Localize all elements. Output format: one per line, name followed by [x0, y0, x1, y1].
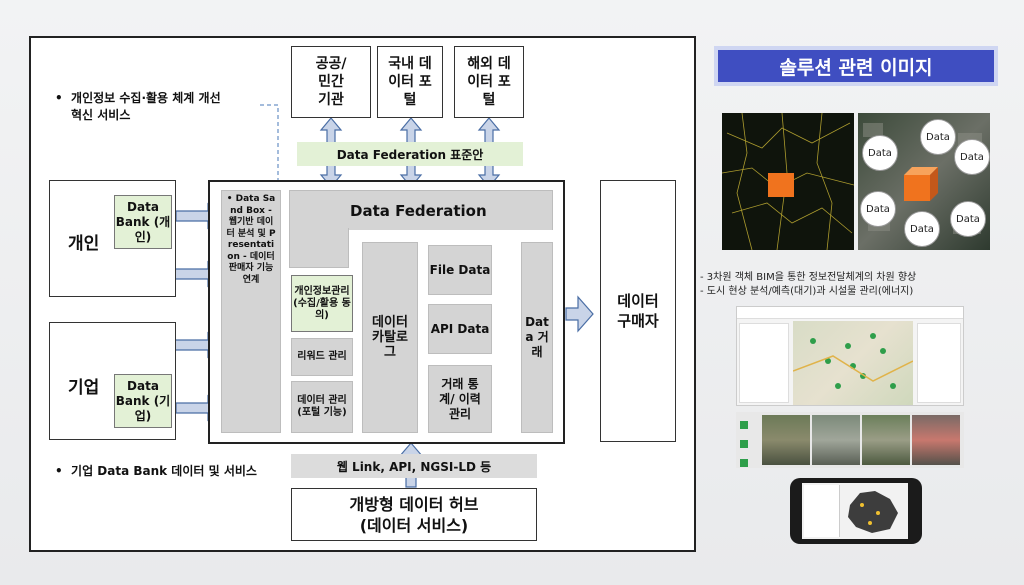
- cctv-controls: [738, 416, 758, 467]
- source-domestic-portal: 국내 데이터 포털: [377, 46, 443, 118]
- data-management-module: 데이터 관리(포털 기능): [291, 381, 353, 433]
- note-company: • 기업 Data Bank 데이터 및 서비스: [55, 464, 257, 478]
- sandbox-text: • Data Sand Box - 웹기반 데이터 분석 및 Presentat…: [226, 194, 276, 285]
- data-bubble-2: Data: [920, 119, 956, 155]
- bim-map-aerial: Data Data Data Data Data Data: [858, 113, 990, 250]
- solution-notes: - 3차원 객체 BIM을 통한 정보전달체계의 차원 향상 - 도시 현상 분…: [700, 271, 1000, 299]
- bim-map-dark: [722, 113, 854, 250]
- web-link-label: 웹 Link, API, NGSI-LD 등: [291, 454, 537, 478]
- api-data-module: API Data: [428, 304, 492, 354]
- sandbox-column: • Data Sand Box - 웹기반 데이터 분석 및 Presentat…: [221, 190, 281, 433]
- federation-standard-label: Data Federation 표준안: [297, 142, 523, 166]
- trade-stats-module: 거래 통계/ 이력 관리: [428, 365, 492, 433]
- solution-note-2: - 도시 현상 분석/예측(대기)과 시설물 관리(에너지): [700, 286, 914, 297]
- individual-data-bank: Data Bank (개인): [114, 195, 172, 249]
- dashboard-markers: [793, 333, 913, 389]
- cctv-feed-3: [862, 415, 910, 465]
- cctv-feed-1: [762, 415, 810, 465]
- data-catalog-module: 데이터 카탈로그: [362, 242, 418, 433]
- company-data-bank: Data Bank (기업): [114, 374, 172, 428]
- arrow-to-buyer: [565, 295, 594, 333]
- data-federation-stub: [289, 228, 349, 268]
- reward-module: 리워드 관리: [291, 338, 353, 376]
- privacy-module: 개인정보관리 (수집/활용 동의): [291, 275, 353, 332]
- data-trade-module: Data 거래: [521, 242, 553, 433]
- note-privacy: • 개인정보 수집·활용 체계 개선 혁신 서비스: [55, 91, 221, 122]
- individual-label: 개인: [68, 234, 100, 254]
- file-data-module: File Data: [428, 245, 492, 295]
- dashboard-screenshot: [736, 306, 964, 406]
- note-privacy-line2: 혁신 서비스: [71, 108, 131, 122]
- dark-map-lines: [722, 113, 854, 250]
- data-buyer-box: 데이터 구매자: [600, 180, 676, 442]
- note-privacy-line1: 개인정보 수집·활용 체계 개선: [71, 91, 221, 105]
- data-federation-title: Data Federation: [350, 202, 487, 220]
- open-data-hub: 개방형 데이터 허브 (데이터 서비스): [291, 488, 537, 541]
- data-bubble-5: Data: [950, 201, 986, 237]
- solution-note-1: - 3차원 객체 BIM을 통한 정보전달체계의 차원 향상: [700, 272, 917, 283]
- data-bubble-3: Data: [954, 139, 990, 175]
- mobile-menu: [804, 485, 840, 537]
- open-data-hub-line2: (데이터 서비스): [359, 515, 469, 535]
- open-data-hub-line1: 개방형 데이터 허브: [349, 494, 479, 514]
- source-overseas-portal: 해외 데이터 포털: [454, 46, 524, 118]
- solution-title: 솔루션 관련 이미지: [714, 46, 998, 86]
- mobile-district-map: [848, 491, 898, 533]
- cctv-panel: [736, 412, 964, 468]
- source-public-private: 공공/ 민간 기관: [291, 46, 371, 118]
- company-label: 기업: [68, 378, 100, 398]
- cctv-feed-2: [812, 415, 860, 465]
- data-bubble-6: Data: [904, 211, 940, 247]
- data-bubble-1: Data: [862, 135, 898, 171]
- mobile-app-screenshot: [790, 478, 922, 544]
- cctv-feed-4: [912, 415, 960, 465]
- data-bubble-4: Data: [860, 191, 896, 227]
- data-federation-header: [289, 190, 553, 230]
